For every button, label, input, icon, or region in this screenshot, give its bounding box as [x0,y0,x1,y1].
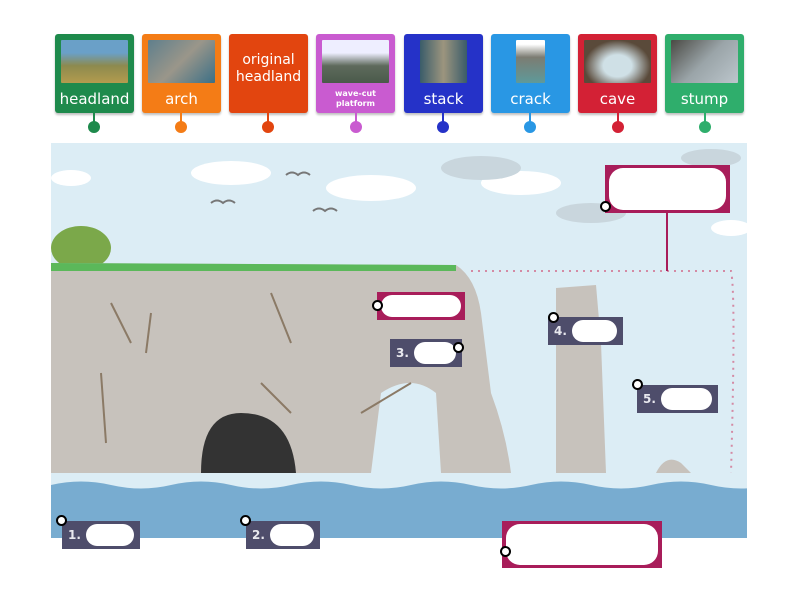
tile-label-line: platform [336,99,375,108]
cave-photo [584,40,651,83]
marker-number: 5. [643,392,656,406]
clouds [51,161,747,236]
pin-stem [267,113,269,123]
pin-stem [442,113,444,123]
bush [51,226,111,270]
tile-arch[interactable]: arch [142,34,221,113]
marker-number: 1. [68,528,81,542]
tile-label-line: original [242,52,295,68]
anchor-ring [453,342,464,353]
drop-zone-middle[interactable] [377,292,465,320]
pin-dot [350,121,362,133]
pin-dot [88,121,100,133]
pin-stem [180,113,182,123]
tile-label: stack [423,90,464,108]
marker-2[interactable]: 2. [246,521,320,549]
wave-cut-platform-photo [322,40,389,83]
pin-dot [175,121,187,133]
drop-zone-blank [506,524,658,565]
grass [51,263,456,271]
marker-1[interactable]: 1. [62,521,140,549]
tile-headland[interactable]: headland [55,34,134,113]
pin-dot [524,121,536,133]
arch-opening [371,383,441,473]
tile-label: stump [680,90,729,108]
marker-number: 2. [252,528,265,542]
anchor-ring [372,300,383,311]
stack-photo [420,40,467,83]
crack-photo [516,40,545,83]
pin-stem [617,113,619,123]
anchor-ring [56,515,67,526]
pin-dot [612,121,624,133]
pin-dot [437,121,449,133]
tile-cave[interactable]: cave [578,34,657,113]
pin-stem [93,113,95,123]
stump [656,459,691,473]
tile-label-line: headland [235,69,302,85]
pin-stem [529,113,531,123]
cave-opening [201,413,296,473]
marker-3[interactable]: 3. [390,339,462,367]
anchor-ring [500,546,511,557]
drop-zone-blank [609,168,726,210]
tile-label: headland [59,90,130,108]
tile-label: crack [510,90,551,108]
marker-number: 4. [554,324,567,338]
anchor-ring [632,379,643,390]
drop-zone-blank [381,295,461,317]
pin-dot [699,121,711,133]
marker-blank [414,342,456,364]
anchor-ring [240,515,251,526]
birds [210,171,338,213]
anchor-ring [548,312,559,323]
anchor-ring [600,201,611,212]
stump-photo [671,40,738,83]
drop-zone-top-right[interactable] [605,165,730,213]
pin-dot [262,121,274,133]
cracks [100,292,412,444]
marker-blank [661,388,712,410]
headland-photo [61,40,128,83]
tile-crack[interactable]: crack [491,34,570,113]
pin-stem [355,113,357,123]
arch-photo [148,40,215,83]
drop-zone-bottom[interactable] [502,521,662,568]
dotted-leader [471,270,735,474]
tile-label: cave [599,90,636,108]
marker-blank [86,524,134,546]
marker-blank [572,320,617,342]
marker-5[interactable]: 5. [637,385,718,413]
tile-label: arch [165,90,198,108]
marker-4[interactable]: 4. [548,317,623,345]
marker-number: 3. [396,346,409,360]
marker-blank [270,524,314,546]
tile-label-line: wave-cut [334,89,376,98]
tile-stack[interactable]: stack [404,34,483,113]
tile-stump[interactable]: stump [665,34,744,113]
pin-stem [704,113,706,123]
